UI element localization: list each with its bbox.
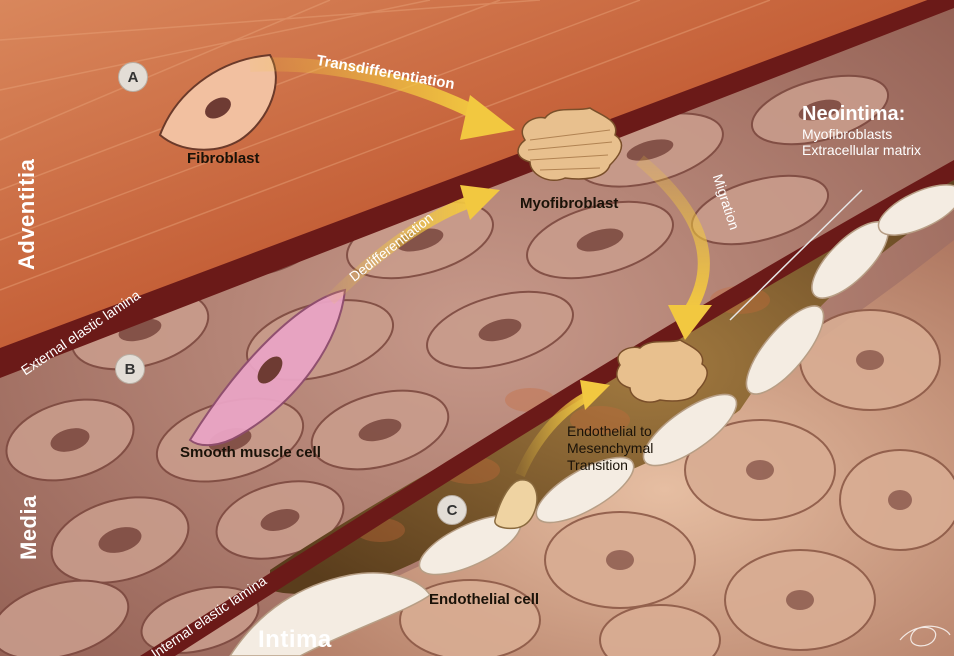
neointima-line2: Extracellular matrix	[802, 142, 921, 158]
marker-b: B	[115, 354, 145, 384]
neointima-title: Neointima:	[802, 103, 921, 126]
endmt-label-line3: Transition	[567, 457, 653, 474]
media-label: Media	[16, 495, 42, 560]
fibroblast-label: Fibroblast	[187, 150, 260, 167]
endmt-label-line1: Endothelial to	[567, 423, 653, 440]
endothelial-cell-label: Endothelial cell	[429, 591, 539, 608]
neointima-callout: Neointima: Myofibroblasts Extracellular …	[802, 103, 921, 158]
marker-c: C	[437, 495, 467, 525]
neointima-line1: Myofibroblasts	[802, 126, 921, 142]
adventitia-label: Adventitia	[14, 159, 40, 270]
smooth-muscle-cell-label: Smooth muscle cell	[180, 444, 321, 461]
neointima-myofibroblast-cell	[617, 340, 707, 402]
endmt-label: Endothelial to Mesenchymal Transition	[567, 423, 653, 474]
intima-label: Intima	[258, 626, 332, 654]
endmt-label-line2: Mesenchymal	[567, 440, 653, 457]
myofibroblast-label: Myofibroblast	[520, 195, 618, 212]
marker-a: A	[118, 62, 148, 92]
